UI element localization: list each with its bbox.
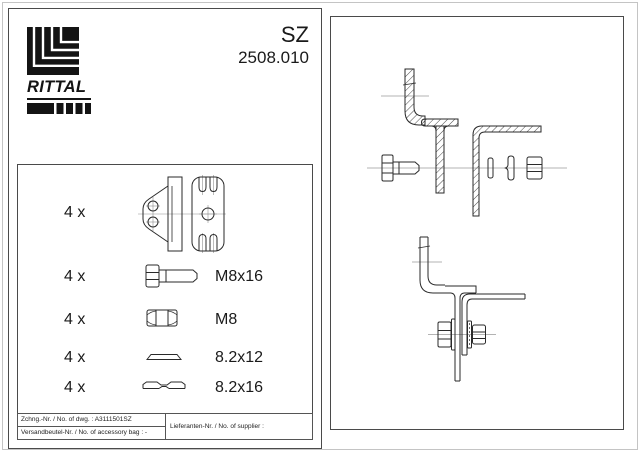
- mounting-clamp-icon: [138, 175, 226, 253]
- part-qty: 4 x: [64, 349, 86, 366]
- supplier-cell: Lieferanten-Nr. / No. of supplier :: [170, 423, 264, 430]
- left-page: RITTAL SZ 2508.010 4 x: [8, 8, 322, 449]
- product-family: SZ: [280, 22, 309, 47]
- drawing-number-cell: Zchng.-Nr. / No. of dwg. : A3111501SZ: [18, 414, 165, 427]
- title-block-left-column: Zchng.-Nr. / No. of dwg. : A3111501SZ Ve…: [18, 414, 166, 439]
- part-label: M8x16: [215, 268, 264, 285]
- part-label: 8.2x12: [215, 349, 264, 366]
- rittal-logo: RITTAL: [27, 27, 93, 114]
- hex-nut-icon: [146, 309, 178, 327]
- rittal-logo-icon: [27, 27, 79, 75]
- hex-bolt-icon: [145, 264, 198, 288]
- title-block: Zchng.-Nr. / No. of dwg. : A3111501SZ Ve…: [17, 413, 313, 440]
- parts-list-box: 4 x: [17, 164, 313, 414]
- part-qty: 4 x: [64, 379, 86, 396]
- part-label: M8: [215, 311, 238, 328]
- right-page: [330, 16, 624, 430]
- product-header: SZ 2508.010: [238, 22, 309, 67]
- part-qty: 4 x: [64, 268, 86, 285]
- part-qty: 4 x: [64, 311, 86, 328]
- exploded-view-diagram: [367, 68, 567, 217]
- product-number: 2508.010: [238, 47, 309, 67]
- rittal-wordmark: RITTAL: [27, 79, 91, 100]
- accessory-bag-cell: Versandbeutel-Nr. / No. of accessory bag…: [21, 429, 148, 436]
- assembled-view-diagram: [412, 236, 526, 382]
- contact-washer-icon: [142, 381, 186, 389]
- flat-washer-icon: [146, 354, 182, 360]
- part-qty: 4 x: [64, 204, 86, 221]
- part-label: 8.2x16: [215, 379, 264, 396]
- rittal-logo-bar: [27, 102, 91, 114]
